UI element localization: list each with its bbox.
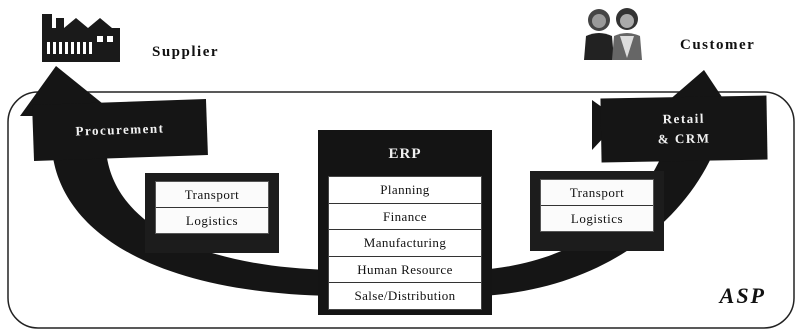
erp-item-planning: Planning	[329, 177, 481, 204]
erp-item-human-resource: Human Resource	[329, 257, 481, 284]
erp-title: ERP	[388, 146, 422, 162]
right-transport-cell: Transport	[541, 180, 653, 206]
left-logistics-cell: Logistics	[156, 208, 268, 233]
asp-boundary	[7, 91, 795, 329]
right-panel-list: Transport Logistics	[540, 179, 654, 232]
procurement-box: Procurement	[32, 98, 208, 162]
supplier-label: Supplier	[152, 44, 220, 60]
customer-label: Customer	[680, 37, 756, 53]
asp-label: ASP	[719, 283, 766, 308]
left-panel-list: Transport Logistics	[155, 181, 269, 234]
people-icon	[584, 8, 642, 60]
erp-module-list: Planning Finance Manufacturing Human Res…	[328, 176, 482, 310]
left-transport-cell: Transport	[156, 182, 268, 208]
left-transport-panel: Transport Logistics	[145, 173, 279, 253]
right-logistics-cell: Logistics	[541, 206, 653, 231]
factory-icon	[42, 14, 120, 62]
right-transport-panel: Transport Logistics	[530, 171, 664, 251]
retail-label-line1: Retail	[662, 110, 706, 127]
flow-band-left	[52, 150, 330, 296]
erp-item-finance: Finance	[329, 204, 481, 231]
procurement-label: Procurement	[75, 120, 165, 139]
erp-box: ERP Planning Finance Manufacturing Human…	[318, 130, 492, 315]
erp-item-manufacturing: Manufacturing	[329, 230, 481, 257]
erp-item-sales-distribution: Salse/Distribution	[354, 288, 456, 304]
retail-crm-box: Retail & CRM	[600, 95, 768, 163]
retail-label-line2: & CRM	[657, 130, 711, 147]
